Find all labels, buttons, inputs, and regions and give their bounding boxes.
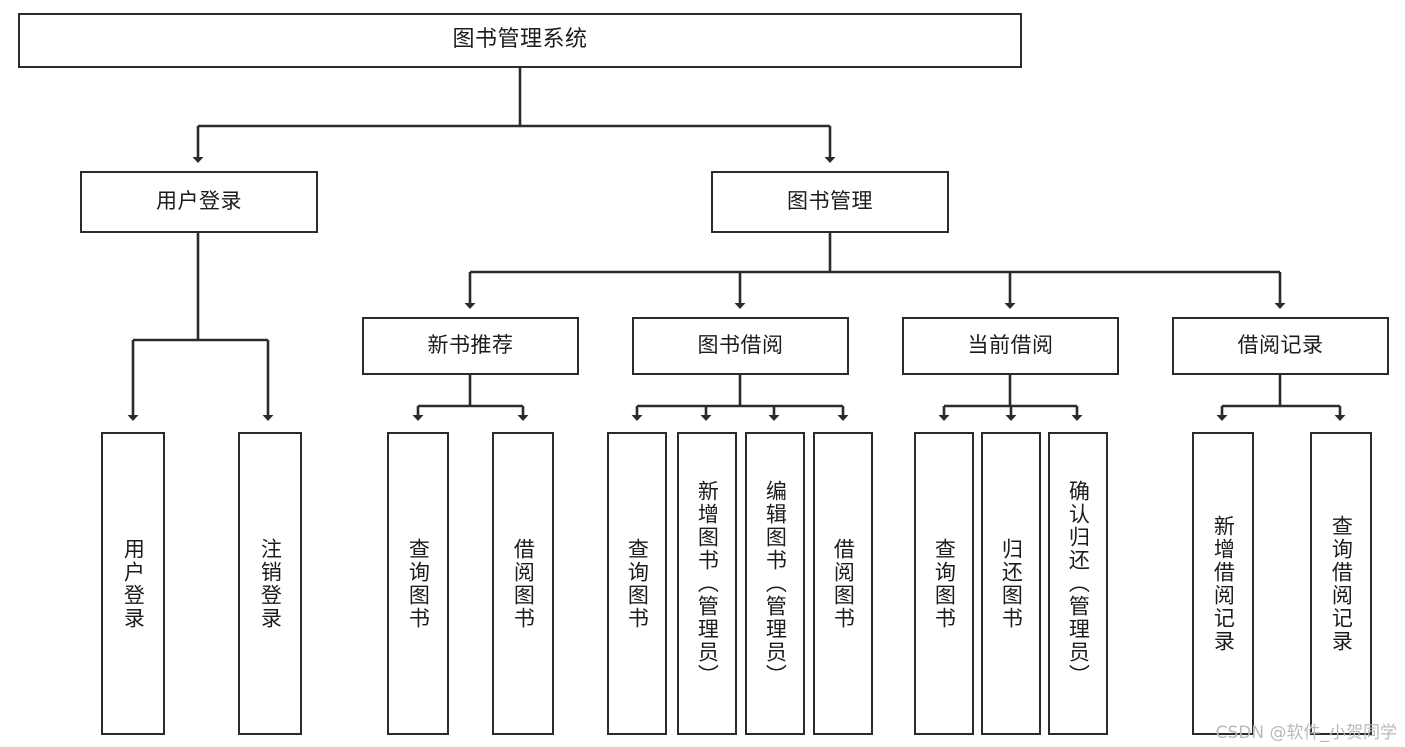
- csdn-watermark: CSDN @软件_小贺同学: [1215, 723, 1397, 743]
- node-user-login-label: 用户登录: [156, 189, 242, 214]
- node-leaf-book-add[interactable]: 新增图书（管理员）: [677, 432, 737, 735]
- node-leaf-book-edit[interactable]: 编辑图书（管理员）: [745, 432, 805, 735]
- node-book-borrow[interactable]: 图书借阅: [632, 317, 849, 375]
- node-leaf-newbook-query-label: 查询图书: [406, 537, 431, 630]
- node-leaf-logout[interactable]: 注销登录: [238, 432, 302, 735]
- node-leaf-book-borrow-action-label: 借阅图书: [831, 537, 856, 630]
- node-leaf-newbook-borrow[interactable]: 借阅图书: [492, 432, 554, 735]
- node-current-borrow-label: 当前借阅: [967, 333, 1054, 358]
- node-leaf-add-record-label: 新增借阅记录: [1211, 514, 1236, 653]
- node-new-book-recommend-label: 新书推荐: [427, 333, 514, 358]
- node-leaf-current-query[interactable]: 查询图书: [914, 432, 974, 735]
- node-leaf-confirm-return[interactable]: 确认归还（管理员）: [1048, 432, 1108, 735]
- node-leaf-borrow-query-label: 查询图书: [625, 537, 650, 630]
- node-leaf-return-book[interactable]: 归还图书: [981, 432, 1041, 735]
- node-leaf-book-add-label: 新增图书（管理员）: [695, 480, 720, 687]
- node-borrow-record-label: 借阅记录: [1237, 333, 1324, 358]
- node-leaf-book-edit-label: 编辑图书（管理员）: [763, 480, 788, 687]
- node-root[interactable]: 图书管理系统: [18, 13, 1022, 68]
- node-leaf-add-record[interactable]: 新增借阅记录: [1192, 432, 1254, 735]
- node-root-label: 图书管理系统: [452, 27, 588, 53]
- node-leaf-newbook-query[interactable]: 查询图书: [387, 432, 449, 735]
- node-user-login[interactable]: 用户登录: [80, 171, 318, 233]
- node-leaf-borrow-query[interactable]: 查询图书: [607, 432, 667, 735]
- node-leaf-newbook-borrow-label: 借阅图书: [511, 537, 536, 630]
- node-leaf-current-query-label: 查询图书: [932, 537, 957, 630]
- node-book-borrow-label: 图书借阅: [697, 333, 784, 358]
- node-leaf-query-record-label: 查询借阅记录: [1329, 514, 1354, 653]
- node-leaf-query-record[interactable]: 查询借阅记录: [1310, 432, 1372, 735]
- node-leaf-book-borrow-action[interactable]: 借阅图书: [813, 432, 873, 735]
- node-current-borrow[interactable]: 当前借阅: [902, 317, 1119, 375]
- node-leaf-user-login-label: 用户登录: [121, 537, 146, 630]
- node-new-book-recommend[interactable]: 新书推荐: [362, 317, 579, 375]
- node-book-manage-label: 图书管理: [787, 189, 873, 214]
- node-leaf-return-book-label: 归还图书: [999, 537, 1024, 630]
- node-borrow-record[interactable]: 借阅记录: [1172, 317, 1389, 375]
- node-leaf-confirm-return-label: 确认归还（管理员）: [1066, 480, 1091, 687]
- node-book-manage[interactable]: 图书管理: [711, 171, 949, 233]
- node-leaf-logout-label: 注销登录: [258, 537, 283, 630]
- node-leaf-user-login[interactable]: 用户登录: [101, 432, 165, 735]
